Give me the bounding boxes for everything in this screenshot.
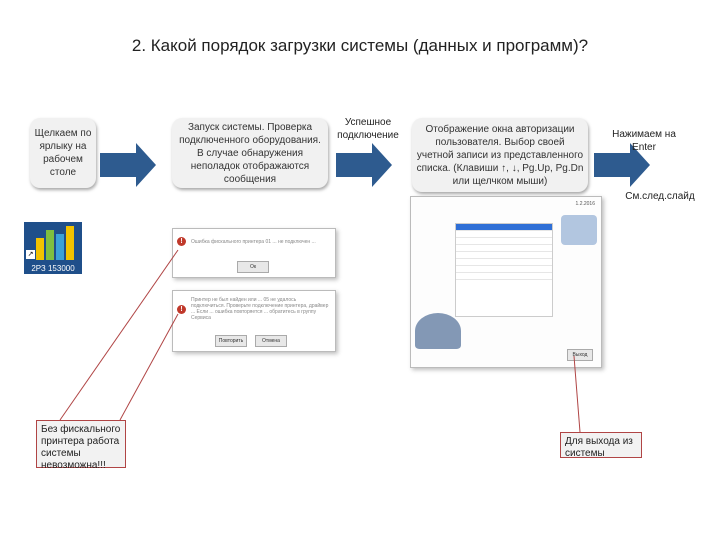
list-item[interactable] bbox=[456, 259, 552, 266]
error-dialog-first-text: Ошибка фискального принтера 01 ... не по… bbox=[191, 239, 316, 245]
list-item[interactable] bbox=[456, 231, 552, 238]
list-item[interactable] bbox=[456, 238, 552, 245]
error-dialog-first: ! Ошибка фискального принтера 01 ... не … bbox=[172, 228, 336, 278]
logo-bar bbox=[36, 238, 44, 260]
login-screen: 1.2.2016 Выход bbox=[410, 196, 602, 368]
step-success: Успешное подключение bbox=[332, 116, 404, 142]
step-shortcut-text: Щелкаем по ярлыку на рабочем столе bbox=[34, 128, 92, 178]
list-item[interactable] bbox=[456, 252, 552, 259]
step-startup-text: Запуск системы. Проверка подключенного о… bbox=[179, 121, 321, 185]
shortcut-arrow-icon: ↗ bbox=[26, 250, 35, 259]
logo-bar bbox=[56, 234, 64, 260]
logo-bar bbox=[66, 226, 74, 260]
logo-bar bbox=[46, 230, 54, 260]
list-item[interactable] bbox=[456, 266, 552, 273]
page-title: 2. Какой порядок загрузки системы (данны… bbox=[131, 36, 589, 55]
step-enter: Нажимаем на Enter bbox=[606, 128, 682, 154]
login-version: 1.2.2016 bbox=[575, 201, 595, 207]
callout-line bbox=[59, 249, 179, 421]
exit-button[interactable]: Выход bbox=[567, 349, 593, 361]
error-icon: ! bbox=[177, 305, 186, 314]
error-dialog-second-text: Принтер не был найден или ... 05 не удал… bbox=[191, 297, 329, 321]
callout-exit-text: Для выхода из системы bbox=[565, 436, 633, 459]
next-slide-text: См.след.слайд bbox=[625, 191, 695, 202]
user-list[interactable] bbox=[455, 223, 553, 317]
step-startup: Запуск системы. Проверка подключенного о… bbox=[172, 118, 328, 188]
step-auth-text: Отображение окна авторизации пользовател… bbox=[416, 123, 584, 187]
retry-button[interactable]: Повторить bbox=[215, 335, 247, 347]
step-success-text: Успешное подключение bbox=[337, 117, 399, 141]
app-shortcut-icon[interactable]: ↗ 2РЗ 153000 bbox=[24, 222, 82, 274]
callout-no-printer: Без фискального принтера работа системы … bbox=[36, 420, 126, 471]
app-icon-label: 2РЗ 153000 bbox=[31, 264, 75, 273]
callout-line bbox=[573, 355, 581, 433]
arrow-right-icon bbox=[594, 143, 650, 187]
cancel-button[interactable]: Отмена bbox=[255, 335, 287, 347]
error-dialog-second: ! Принтер не был найден или ... 05 не уд… bbox=[172, 290, 336, 352]
step-auth: Отображение окна авторизации пользовател… bbox=[412, 118, 588, 192]
list-item[interactable] bbox=[456, 273, 552, 280]
step-enter-text: Нажимаем на Enter bbox=[612, 129, 676, 153]
callout-no-printer-text: Без фискального принтера работа системы … bbox=[41, 424, 121, 471]
error-icon: ! bbox=[177, 237, 186, 246]
list-item[interactable] bbox=[456, 224, 552, 231]
corner-picture-icon bbox=[561, 215, 597, 245]
step-shortcut: Щелкаем по ярлыку на рабочем столе bbox=[30, 118, 96, 188]
arrow-right-icon bbox=[100, 143, 156, 187]
callout-exit: Для выхода из системы bbox=[560, 432, 642, 459]
arrow-right-icon bbox=[336, 143, 392, 187]
list-item[interactable] bbox=[456, 245, 552, 252]
ship-picture-icon bbox=[415, 313, 461, 349]
ok-button[interactable]: Ок bbox=[237, 261, 269, 273]
callout-line bbox=[119, 313, 179, 421]
next-slide-label: См.след.слайд bbox=[620, 190, 700, 203]
